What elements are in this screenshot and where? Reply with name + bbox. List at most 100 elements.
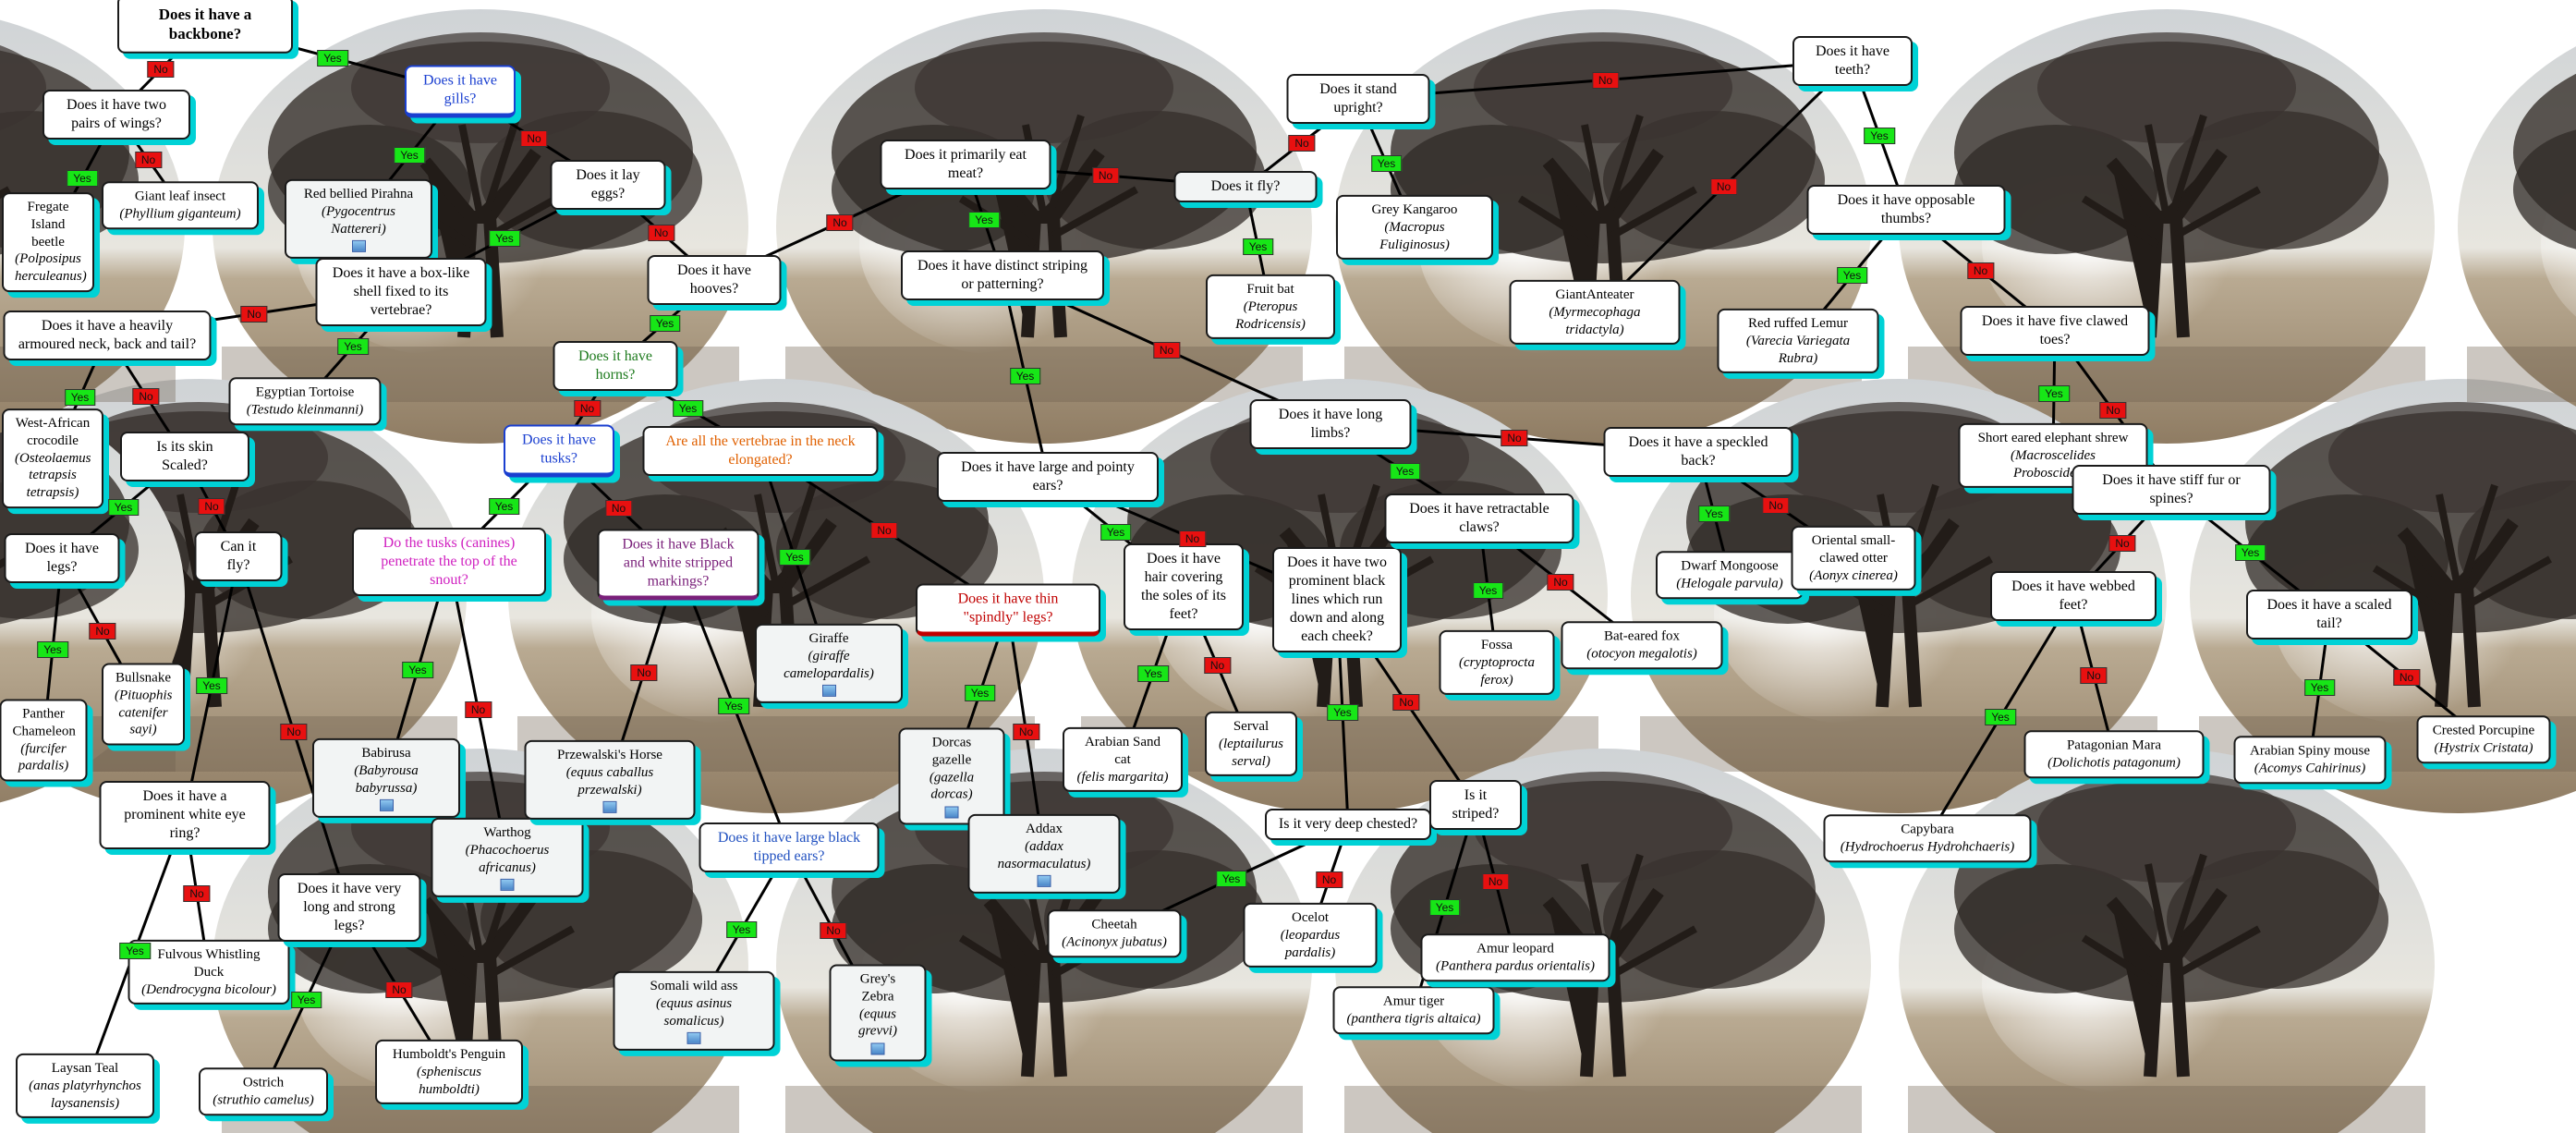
scientific-name: (Varecia Variegata Rubra) [1745, 333, 1851, 366]
photo-icon[interactable] [687, 1032, 701, 1045]
animal-node-lemur[interactable]: Red ruffed Lemur(Varecia Variegata Rubra… [1717, 308, 1879, 374]
question-node-hairsoles[interactable]: Does it have hair covering the soles of … [1124, 543, 1244, 630]
question-node-deepchest[interactable]: Is it very deep chested? [1265, 809, 1431, 840]
question-node-hooves[interactable]: Does it have hooves? [647, 255, 782, 305]
question-text: Does it primarily eat meat? [905, 147, 1027, 181]
animal-node-tortoise[interactable]: Egyptian Tortoise(Testudo kleinmanni) [228, 377, 382, 425]
question-text: Does it have a speckled back? [1628, 434, 1768, 469]
photo-icon[interactable] [379, 799, 394, 812]
question-node-blacklines[interactable]: Does it have two prominent black lines w… [1272, 547, 1402, 652]
question-text: Does it have a heavily armoured neck, ba… [18, 318, 197, 352]
animal-node-capybara[interactable]: Capybara(Hydrochoerus Hydrohchaeris) [1823, 814, 2032, 862]
photo-icon[interactable] [821, 685, 836, 698]
question-text: Does it have tusks? [522, 432, 596, 467]
animal-node-batfox[interactable]: Bat-eared fox(otocyon megalotis) [1561, 621, 1723, 669]
animal-node-somali[interactable]: Somali wild ass(equus asinus somalicus) [613, 970, 775, 1052]
question-node-armoured[interactable]: Does it have a heavily armoured neck, ba… [3, 311, 212, 360]
animal-node-sandcat[interactable]: Arabian Sand cat(felis margarita) [1063, 726, 1183, 793]
photo-icon[interactable] [602, 801, 617, 814]
photo-icon[interactable] [351, 240, 366, 253]
animal-node-grevy[interactable]: Grey's Zebra(equus grevvi) [829, 964, 927, 1062]
question-node-isstriped[interactable]: Is it striped? [1429, 780, 1522, 830]
animal-node-tiger[interactable]: Amur tiger(panthera tigris altaica) [1332, 986, 1495, 1034]
question-node-scaledtail[interactable]: Does it have a scaled tail? [2246, 590, 2412, 640]
question-node-tusks[interactable]: Does it have tusks? [504, 424, 614, 478]
animal-node-piranha[interactable]: Red bellied Pirahna(Pygocentrus Natterer… [285, 178, 432, 260]
no-label: No [1152, 341, 1181, 359]
question-node-longlegs[interactable]: Does it have very long and strong legs? [277, 873, 421, 942]
scientific-name: (Dendrocygna bicolour) [141, 981, 276, 997]
question-node-stifffur[interactable]: Does it have stiff fur or spines? [2072, 465, 2271, 515]
question-node-eyering[interactable]: Does it have a prominent white eye ring? [99, 781, 271, 849]
animal-node-babirusa[interactable]: Babirusa(Babyrousa babyrussa) [312, 737, 460, 819]
yes-label: Yes [196, 677, 227, 694]
question-node-upright[interactable]: Does it stand upright? [1286, 74, 1430, 124]
question-node-tipped[interactable]: Does it have large black tipped ears? [699, 822, 880, 872]
yes-label: Yes [2038, 384, 2070, 402]
question-text: Does it have two pairs of wings? [67, 97, 166, 131]
animal-node-fossa[interactable]: Fossa(cryptoprocta ferox) [1439, 629, 1555, 696]
question-node-retract[interactable]: Does it have retractable claws? [1384, 493, 1574, 543]
animal-node-frigate[interactable]: Fregate Island beetle(Polposipus hercule… [2, 192, 94, 292]
animal-node-ostrich[interactable]: Ostrich(struthio camelus) [199, 1067, 328, 1115]
common-name: Addax [1026, 821, 1063, 836]
question-node-patterning[interactable]: Does it have distinct striping or patter… [901, 250, 1104, 300]
question-node-clawedtoes[interactable]: Does it have five clawed toes? [1960, 306, 2150, 356]
animal-node-przewalski[interactable]: Przewalski's Horse(equus caballus przewa… [524, 739, 696, 821]
question-node-webbed[interactable]: Does it have webbed feet? [1990, 571, 2157, 621]
question-node-eggs[interactable]: Does it lay eggs? [550, 160, 666, 210]
question-node-pointyears[interactable]: Does it have large and pointy ears? [937, 452, 1159, 502]
animal-node-bullsnake[interactable]: Bullsnake(Pituophis catenifer sayi) [102, 663, 185, 746]
animal-node-otter[interactable]: Oriental small-clawed otter(Aonyx cinere… [1791, 525, 1916, 591]
animal-node-dorcas[interactable]: Dorcas gazelle(gazella dorcas) [898, 727, 1005, 825]
animal-node-porcupine[interactable]: Crested Porcupine(Hystrix Cristata) [2416, 715, 2551, 763]
animal-node-anteater[interactable]: GiantAnteater(Myrmecophaga tridactyla) [1509, 279, 1681, 346]
animal-node-mongoose[interactable]: Dwarf Mongoose(Helogale parvula) [1656, 551, 1804, 599]
animal-node-penguin[interactable]: Humboldt's Penguin(spheniscus humboldti) [375, 1039, 523, 1105]
question-node-stripedmark[interactable]: Does it have Black and white stripped ma… [597, 529, 759, 601]
animal-node-warthog[interactable]: Warthog(Phacochoerus africanus) [431, 817, 584, 898]
scientific-name: (Hydrochoerus Hydrohchaeris) [1840, 839, 2015, 854]
photo-icon[interactable] [1037, 875, 1051, 888]
animal-node-cheetah[interactable]: Cheetah(Acinonyx jubatus) [1047, 909, 1182, 957]
animal-node-fruitbat[interactable]: Fruit bat(Pteropus Rodricensis) [1206, 274, 1335, 340]
question-node-thumbs[interactable]: Does it have opposable thumbs? [1806, 185, 2006, 235]
question-node-wings[interactable]: Does it have two pairs of wings? [43, 90, 190, 140]
animal-node-chameleon[interactable]: Panther Chameleon(furcifer pardalis) [0, 699, 88, 782]
question-node-legs[interactable]: Does it have legs? [4, 533, 120, 583]
animal-node-leopard[interactable]: Amur leopard(Panthera pardus orientalis) [1420, 933, 1610, 981]
question-node-horns[interactable]: Does it have horns? [553, 341, 678, 391]
question-node-fly1[interactable]: Can it fly? [194, 531, 283, 581]
yes-label: Yes [1242, 238, 1274, 255]
animal-node-addax[interactable]: Addax(addax nasormaculatus) [967, 813, 1121, 895]
question-node-backbone[interactable]: Does it have a backbone? [117, 0, 293, 54]
common-name: Arabian Spiny mouse [2250, 743, 2370, 759]
animal-node-croc[interactable]: West-African crocodile(Osteolaemus tetra… [2, 408, 103, 508]
animal-node-mara[interactable]: Patagonian Mara(Dolichotis patagonum) [2023, 730, 2205, 778]
photo-icon[interactable] [870, 1042, 885, 1055]
question-node-longlimbs[interactable]: Does it have long limbs? [1249, 399, 1412, 449]
no-label: No [1547, 573, 1574, 591]
animal-node-kangaroo[interactable]: Grey Kangaroo(Macropus Fuliginosus) [1336, 194, 1493, 261]
question-node-meat[interactable]: Does it primarily eat meat? [880, 140, 1051, 189]
photo-icon[interactable] [500, 879, 515, 892]
question-node-shell[interactable]: Does it have a box-like shell fixed to i… [315, 258, 487, 326]
question-node-fly2[interactable]: Does it fly? [1173, 171, 1318, 202]
animal-node-duck[interactable]: Fulvous Whistling Duck(Dendrocygna bicol… [128, 939, 290, 1005]
question-node-teeth[interactable]: Does it have teeth? [1792, 36, 1913, 86]
animal-node-leafinsect[interactable]: Giant leaf insect(Phyllium giganteum) [102, 181, 259, 229]
question-node-speckled[interactable]: Does it have a speckled back? [1603, 427, 1793, 477]
question-node-canines[interactable]: Do the tusks (canines) penetrate the top… [352, 528, 546, 596]
photo-icon[interactable] [944, 806, 959, 819]
animal-node-teal[interactable]: Laysan Teal(anas platyrhynchos laysanens… [16, 1053, 154, 1119]
animal-node-giraffe[interactable]: Giraffe(giraffe camelopardalis) [755, 623, 903, 704]
question-node-vertebrae[interactable]: Are all the vertebrae in the neck elonga… [642, 426, 879, 476]
question-node-gills[interactable]: Does it have gills? [405, 65, 516, 118]
animal-node-spinymouse[interactable]: Arabian Spiny mouse(Acomys Cahirinus) [2233, 736, 2387, 784]
scientific-name: (Babyrousa babyrussa) [354, 762, 419, 796]
animal-node-ocelot[interactable]: Ocelot(leopardus pardalis) [1243, 902, 1378, 969]
question-node-scaled[interactable]: Is its skin Scaled? [120, 432, 249, 481]
animal-node-serval[interactable]: Serval(leptailurus serval) [1205, 711, 1297, 777]
no-label: No [2108, 534, 2136, 552]
question-node-spindly[interactable]: Does it have thin "spindly" legs? [916, 583, 1100, 637]
